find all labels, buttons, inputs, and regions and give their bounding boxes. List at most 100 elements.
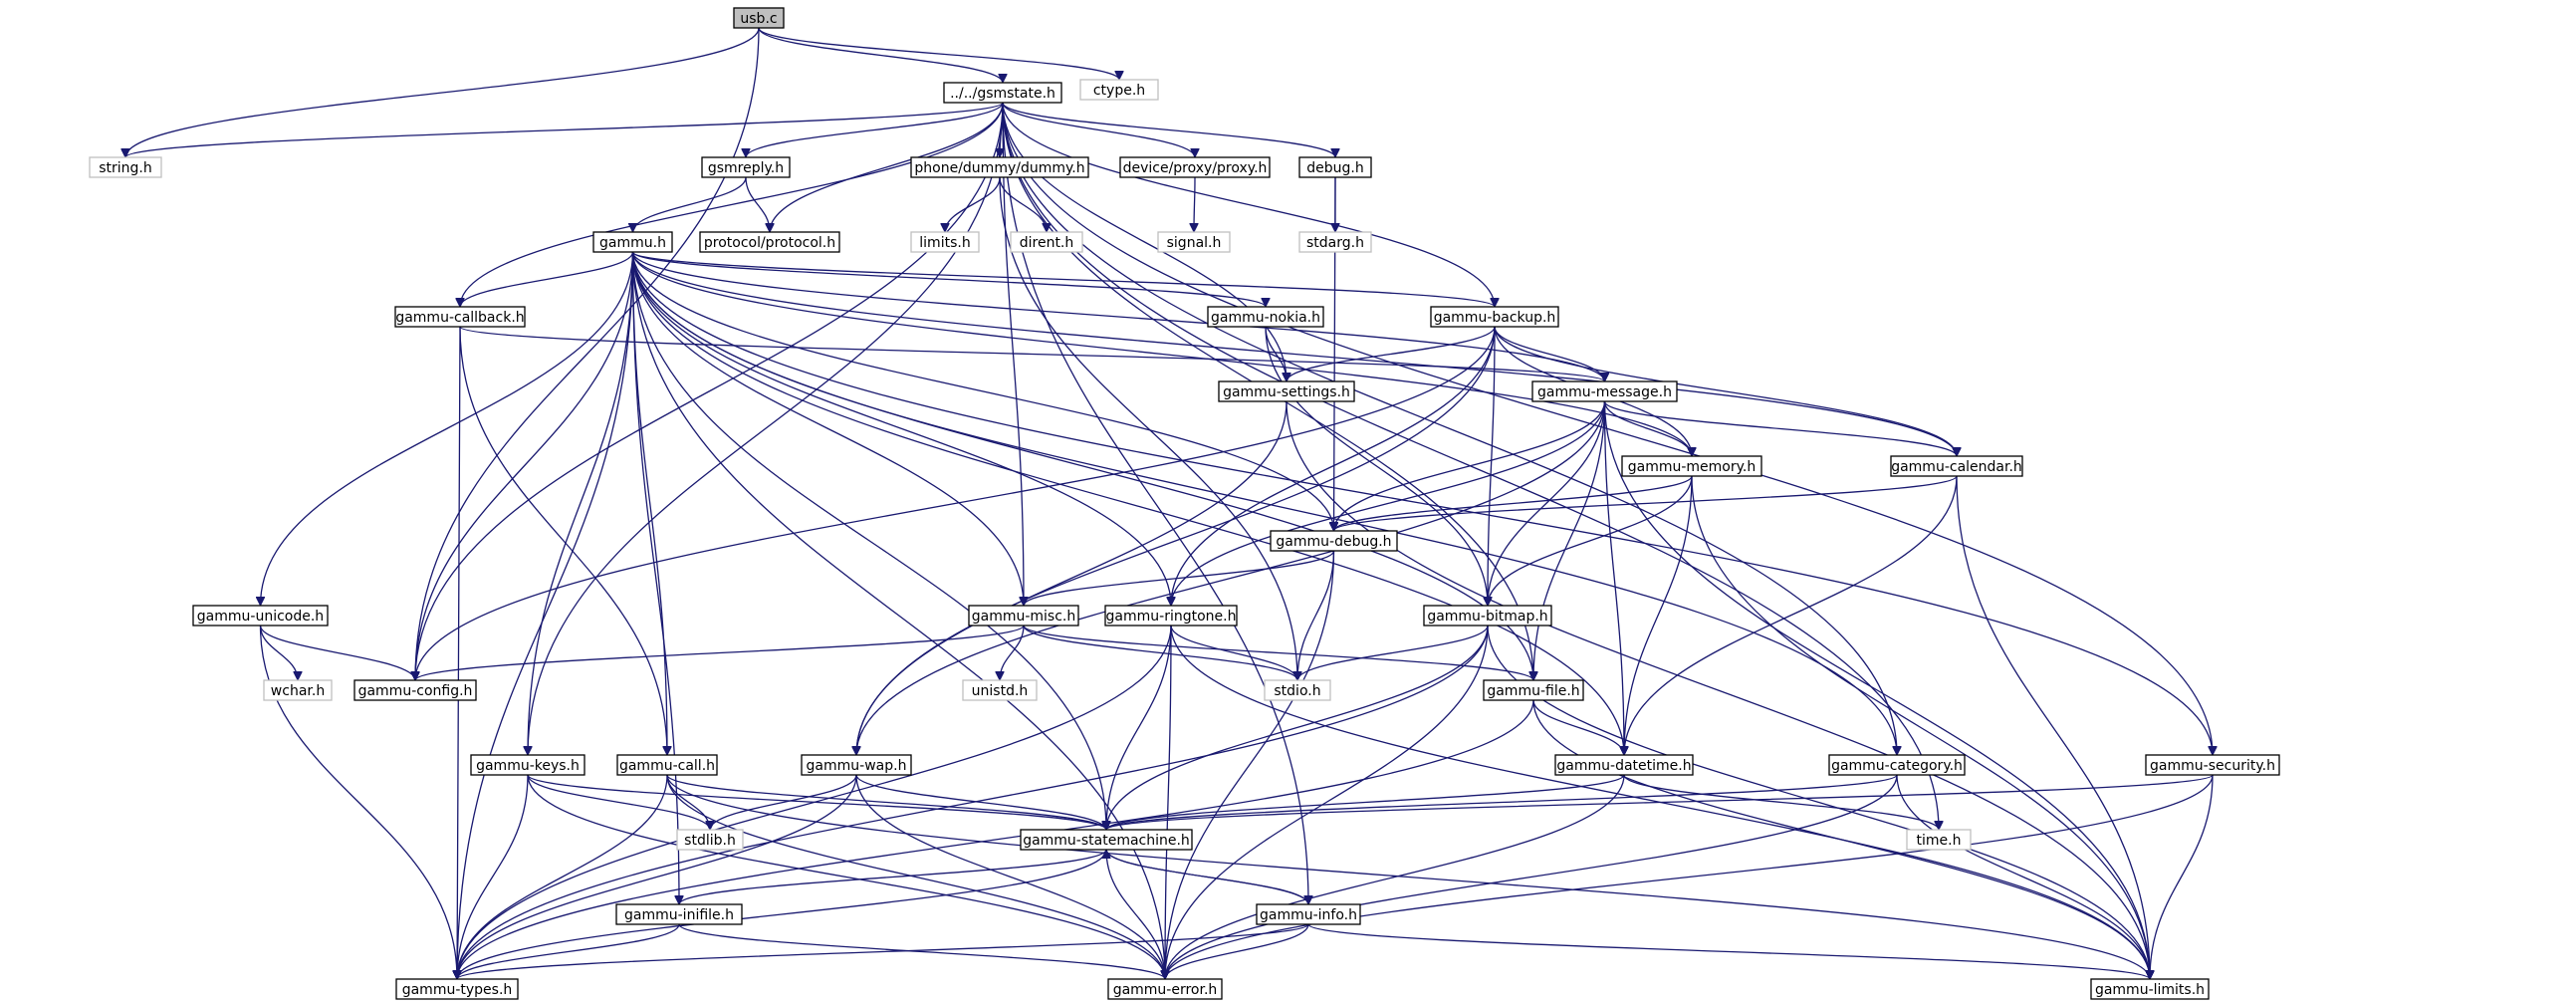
node-box — [968, 605, 1079, 627]
node-box — [1828, 754, 1966, 776]
edge-arrow — [1623, 774, 1939, 831]
node-box — [1298, 231, 1372, 253]
edge-arrow — [1106, 849, 1309, 905]
edge-arrow — [259, 625, 458, 979]
node-debug[interactable]: debug.h — [1298, 156, 1372, 178]
node-box — [1298, 156, 1372, 178]
node-misc[interactable]: gammu-misc.h — [968, 605, 1079, 627]
node-wchar: wchar.h — [263, 679, 333, 701]
node-protocol[interactable]: protocol/protocol.h — [699, 231, 840, 253]
node-box — [192, 605, 329, 627]
node-ringtone[interactable]: gammu-ringtone.h — [1104, 605, 1238, 627]
node-info[interactable]: gammu-info.h — [1256, 903, 1361, 925]
node-callback[interactable]: gammu-callback.h — [394, 306, 526, 328]
node-label: gammu-file.h — [1487, 683, 1579, 699]
edge-security-to-error — [1165, 774, 2214, 979]
node-security[interactable]: gammu-security.h — [2145, 754, 2280, 776]
edge-arrow — [631, 251, 1267, 308]
edge-arrow — [259, 625, 416, 681]
edge-bitmap-to-error — [1165, 625, 1489, 979]
node-call[interactable]: gammu-call.h — [616, 754, 718, 776]
edge-arrow — [1002, 102, 1897, 755]
edge-arrow — [758, 27, 1119, 81]
node-config[interactable]: gammu-config.h — [353, 679, 477, 701]
edge-message-to-memory — [1603, 400, 1693, 457]
edge-arrow — [631, 251, 1334, 531]
node-nokia[interactable]: gammu-nokia.h — [1207, 306, 1324, 328]
node-label: phone/dummy/dummy.h — [914, 160, 1084, 176]
edge-datetime-to-time — [1623, 774, 1939, 831]
edge-unicode-to-config — [259, 625, 416, 681]
edge-arrow — [1165, 774, 1898, 979]
node-box — [943, 82, 1062, 104]
node-error[interactable]: gammu-error.h — [1107, 978, 1223, 1000]
node-box — [1104, 605, 1238, 627]
edge-arrow — [457, 774, 668, 979]
node-stdarg: stdarg.h — [1298, 231, 1372, 253]
node-usb[interactable]: usb.c — [733, 7, 785, 29]
edge-gammu-to-file — [631, 251, 1534, 680]
node-datetime[interactable]: gammu-datetime.h — [1554, 754, 1694, 776]
node-keys[interactable]: gammu-keys.h — [470, 754, 585, 776]
edge-arrow — [945, 176, 1001, 233]
edge-arrow — [745, 176, 770, 232]
node-types[interactable]: gammu-types.h — [395, 978, 519, 1000]
edge-misc-to-config — [415, 625, 1025, 681]
node-message[interactable]: gammu-message.h — [1531, 380, 1678, 402]
node-gdebug[interactable]: gammu-debug.h — [1270, 530, 1398, 552]
node-memory[interactable]: gammu-memory.h — [1621, 455, 1762, 477]
edge-arrow — [125, 102, 1004, 158]
edge-backup-to-wap — [856, 326, 1496, 755]
node-phonedummy[interactable]: phone/dummy/dummy.h — [910, 156, 1089, 178]
edge-datetime-to-error — [1165, 774, 1625, 979]
node-box — [676, 829, 744, 851]
node-gammu[interactable]: gammu.h — [592, 231, 673, 253]
node-box — [1119, 156, 1271, 178]
node-inifile[interactable]: gammu-inifile.h — [615, 903, 743, 925]
node-wap[interactable]: gammu-wap.h — [801, 754, 912, 776]
node-bitmap[interactable]: gammu-bitmap.h — [1423, 605, 1552, 627]
edge-memory-to-gdebug — [1334, 475, 1693, 532]
node-glimits[interactable]: gammu-limits.h — [2090, 978, 2210, 1000]
node-proxy[interactable]: device/proxy/proxy.h — [1119, 156, 1271, 178]
node-box — [616, 754, 718, 776]
edge-message-to-datetime — [1603, 400, 1625, 755]
edge-gammu-to-gdebug — [631, 251, 1334, 531]
node-calendar[interactable]: gammu-calendar.h — [1890, 455, 2023, 477]
edge-arrow — [999, 176, 1297, 680]
edge-arrow — [1487, 625, 2150, 979]
node-settings[interactable]: gammu-settings.h — [1218, 380, 1355, 402]
node-label: signal.h — [1167, 235, 1222, 251]
edge-arrow — [1488, 475, 1693, 606]
node-gsmreply[interactable]: gsmreply.h — [701, 156, 791, 178]
edge-call-to-error — [666, 774, 1165, 979]
edge-arrow — [1165, 625, 1172, 979]
edge-phonedummy-to-stdio — [999, 176, 1297, 680]
edge-inifile-to-error — [678, 923, 1165, 980]
edge-memory-to-datetime — [1624, 475, 1693, 755]
node-backup[interactable]: gammu-backup.h — [1430, 306, 1559, 328]
node-label: stdlib.h — [684, 833, 736, 849]
node-file[interactable]: gammu-file.h — [1483, 679, 1584, 701]
node-unicode[interactable]: gammu-unicode.h — [192, 605, 329, 627]
node-statemachine[interactable]: gammu-statemachine.h — [1020, 829, 1193, 851]
edge-gammu-to-statemachine — [631, 251, 1107, 830]
edge-usb-to-ctype — [758, 27, 1119, 81]
node-gsmstate[interactable]: ../../gsmstate.h — [943, 82, 1062, 104]
edge-arrow — [1165, 550, 1335, 979]
edge-arrow — [855, 774, 1106, 831]
edge-gsmstate-to-proxy — [1002, 102, 1195, 158]
edge-phonedummy-to-limits — [945, 176, 1001, 233]
edge-arrow — [1624, 475, 1693, 755]
node-box — [801, 754, 912, 776]
edge-arrow — [261, 251, 634, 606]
edge-keys-to-types — [457, 774, 529, 979]
node-category[interactable]: gammu-category.h — [1828, 754, 1966, 776]
edge-arrow — [1265, 326, 1287, 381]
node-label: gammu-limits.h — [2095, 982, 2205, 998]
edge-statemachine-to-types — [457, 849, 1107, 980]
node-label: stdio.h — [1274, 683, 1320, 699]
node-label: time.h — [1917, 833, 1962, 849]
edge-arrow — [1286, 400, 2150, 979]
edge-arrow — [758, 27, 1003, 84]
